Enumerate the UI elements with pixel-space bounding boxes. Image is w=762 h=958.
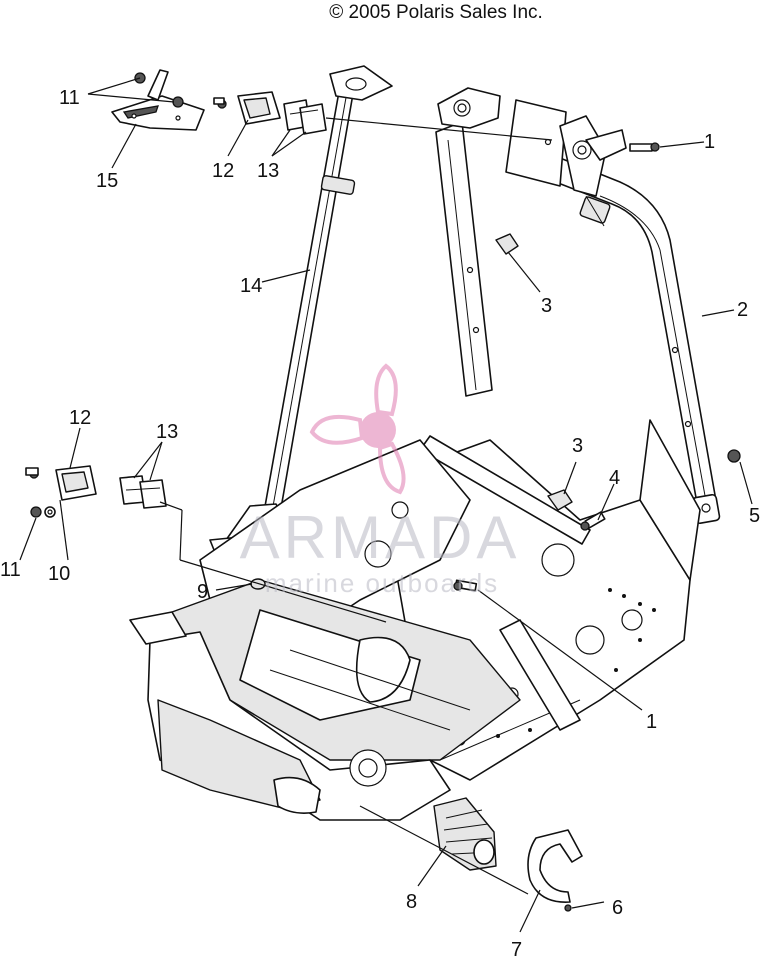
callout-12-bottom: 12 (69, 407, 91, 429)
propeller-logo-icon (309, 363, 406, 495)
callout-7: 7 (511, 939, 522, 958)
callout-1-bottom: 1 (646, 711, 657, 733)
callout-2: 2 (737, 299, 748, 321)
watermark-tagline: marine outboards (265, 568, 499, 598)
callout-5: 5 (749, 505, 760, 527)
callout-1-top: 1 (704, 131, 715, 153)
chassis-frame (129, 419, 701, 821)
bolt-part-1-top (629, 142, 660, 152)
screw-part-6 (564, 904, 572, 912)
clamp-part-12-bottom (25, 465, 97, 501)
clip-part-3-mid (547, 489, 573, 511)
callout-10: 10 (48, 563, 70, 585)
boot-part-8 (433, 797, 497, 871)
ring-part-7 (527, 829, 583, 903)
callout-11-top: 11 (59, 87, 80, 109)
callout-15: 15 (96, 170, 118, 192)
copyright-text: © 2005 Polaris Sales Inc. (329, 2, 543, 23)
callout-13-top: 13 (257, 160, 279, 182)
callout-3-mid: 3 (572, 435, 583, 457)
washer-part-10 (44, 506, 56, 518)
nut-part-5 (727, 449, 741, 463)
bushing-part-13-bottom (119, 475, 167, 509)
leader-lines (19, 77, 753, 933)
watermark-brand: ARMADA (240, 504, 521, 571)
callout-8: 8 (406, 891, 417, 913)
callout-13-bottom: 13 (156, 421, 178, 443)
callout-12-top: 12 (212, 160, 234, 182)
callout-labels: 1 1 2 3 3 4 5 6 7 8 9 10 11 11 12 12 13 … (0, 87, 760, 958)
callout-9: 9 (197, 581, 208, 603)
bushing-part-13-top (283, 99, 327, 135)
front-hoop-part-2 (435, 87, 721, 525)
callout-3-top: 3 (541, 295, 552, 317)
callout-4: 4 (609, 467, 620, 489)
nut-part-11-bottom (30, 506, 42, 518)
watermark: ARMADA marine outboards (240, 363, 521, 598)
callout-11-bottom: 11 (0, 559, 21, 581)
clip-part-3-top (495, 233, 519, 255)
callout-6: 6 (612, 897, 623, 919)
callout-14: 14 (240, 275, 262, 297)
clamp-part-12-top (213, 91, 281, 125)
bolt-part-1-bottom (453, 579, 478, 592)
